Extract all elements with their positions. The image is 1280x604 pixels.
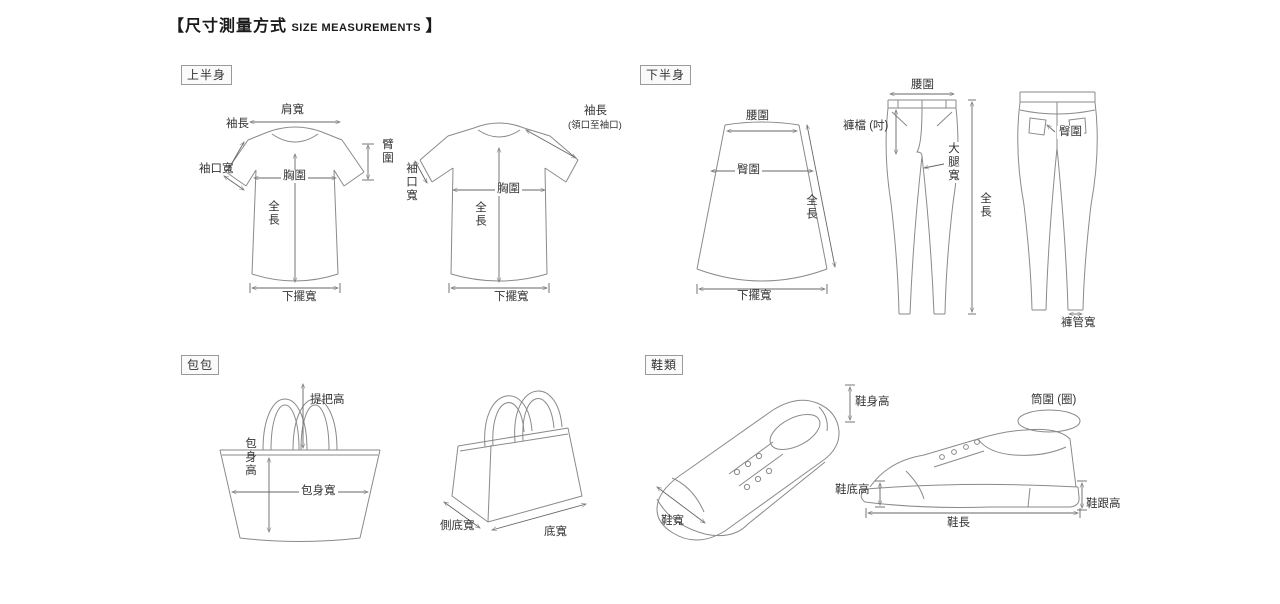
pants-back-line-art <box>1017 91 1098 311</box>
label-shirt1-sleeve-length: 袖長 <box>226 118 249 130</box>
pants-front-diagram <box>885 78 976 315</box>
label-shirt2-hem-width: 下擺寬 <box>494 291 529 303</box>
bag2-line-art <box>451 390 583 523</box>
pants-front-measure-arrows <box>890 94 976 315</box>
label-pants-rise: 褲檔 (吋) <box>843 120 889 132</box>
page-title: 【尺寸測量方式 SIZE MEASUREMENTS 】 <box>168 12 442 36</box>
pants-back-measure-arrows <box>1047 125 1082 314</box>
section-header-upper-body: 上半身 <box>181 65 233 85</box>
shoe1-diagram <box>645 384 855 541</box>
skirt-measure-arrows <box>696 125 835 294</box>
label-shoe1-width: 鞋寬 <box>661 515 684 527</box>
title-close-bracket: 】 <box>425 18 443 35</box>
section-header-shoes: 鞋類 <box>645 355 684 375</box>
label-bag2-bottom-width: 底寬 <box>544 526 567 538</box>
section-header-lower-body: 下半身 <box>640 65 692 85</box>
label-shoe2-shaft-circumference: 筒圍 (圈) <box>1031 394 1077 406</box>
label-pants-leg-opening: 褲管寬 <box>1061 317 1096 329</box>
pants-back-diagram <box>1017 91 1098 340</box>
label-pants-total-length: 全長 <box>979 192 991 219</box>
label-shirt1-arm-circumference: 臂圍 <box>381 138 393 165</box>
shoe2-measure-arrows <box>865 480 1087 518</box>
shirt1-measure-arrows <box>224 122 374 293</box>
shoe2-line-art <box>860 409 1081 508</box>
shoe1-measure-arrows <box>657 384 855 523</box>
label-shoe2-heel-height: 鞋跟高 <box>1086 498 1121 510</box>
bag2-measure-arrows <box>444 502 586 530</box>
bag2-diagram <box>430 390 600 552</box>
label-shirt2-sleeve-length: 袖長 <box>584 105 607 117</box>
shoe1-line-art <box>656 399 840 541</box>
bag1-diagram <box>219 372 381 542</box>
label-shirt2-chest: 胸圍 <box>495 183 522 196</box>
label-shoe2-length: 鞋長 <box>947 517 970 529</box>
label-shirt1-total-length: 全長 <box>264 200 282 227</box>
label-shirt2-cuff-width: 袖口寬 <box>405 162 417 203</box>
label-shirt1-shoulder-width: 肩寬 <box>281 104 304 116</box>
label-shirt2-sleeve-note: (領口至袖口) <box>568 120 622 131</box>
label-shoe2-sole-height: 鞋底高 <box>835 484 870 496</box>
label-bag2-side-bottom-width: 側底寬 <box>440 520 475 532</box>
label-shirt2-total-length: 全長 <box>471 201 489 228</box>
label-skirt-hem-width: 下擺寬 <box>737 290 772 302</box>
shirt1-diagram <box>190 98 374 293</box>
label-bag1-handle-height: 提把高 <box>310 394 345 406</box>
label-skirt-waist: 腰圍 <box>746 110 769 122</box>
pants-front-line-art <box>885 99 959 315</box>
label-pants-thigh-width: 大腿寬 <box>944 142 962 183</box>
label-pants-hip: 臀圍 <box>1057 126 1084 139</box>
skirt-diagram <box>696 121 840 294</box>
shoe2-diagram <box>860 409 1087 518</box>
label-shoe1-body-height: 鞋身高 <box>855 396 890 408</box>
label-skirt-total-length: 全長 <box>805 194 817 221</box>
title-en: SIZE MEASUREMENTS <box>291 22 421 34</box>
label-skirt-hip: 臀圍 <box>735 164 762 177</box>
title-zh: 【尺寸測量方式 <box>168 18 288 35</box>
label-bag1-body-width: 包身寬 <box>299 485 338 498</box>
label-shirt1-cuff-width: 袖口寬 <box>199 163 234 175</box>
label-shirt1-hem-width: 下擺寬 <box>282 291 317 303</box>
label-bag1-body-height: 包身高 <box>244 437 256 478</box>
shirt2-measure-arrows <box>415 130 576 293</box>
label-pants-waist: 腰圍 <box>911 79 934 91</box>
label-shirt1-chest: 胸圍 <box>281 170 308 183</box>
section-header-bags: 包包 <box>181 355 220 375</box>
shaft-circumference-ellipse <box>1017 409 1081 433</box>
shirt2-diagram <box>400 122 579 293</box>
bag1-line-art <box>219 398 381 542</box>
